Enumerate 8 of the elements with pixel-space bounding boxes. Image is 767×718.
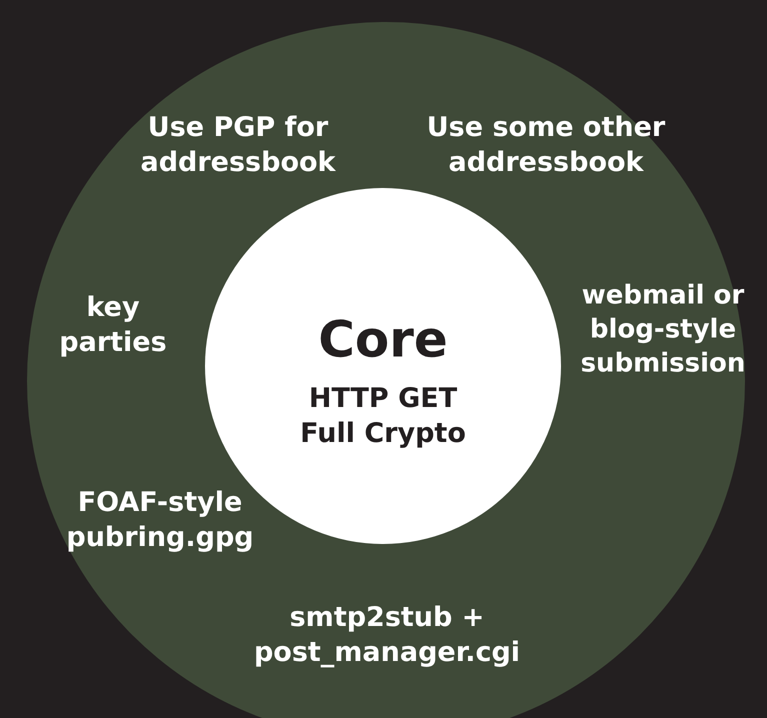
ring-label: key parties [58, 290, 168, 360]
ring-label: Use PGP for addressbook [139, 110, 337, 180]
ring-label: webmail or blog-style submission [580, 279, 746, 380]
ring-label: Use some other addressbook [426, 110, 666, 180]
core-subtitle: HTTP GET Full Crypto [299, 382, 467, 451]
ring-label: FOAF-style pubring.gpg [65, 486, 255, 555]
ring-label: smtp2stub + post_manager.cgi [252, 600, 522, 670]
core-label: Core [317, 310, 449, 370]
